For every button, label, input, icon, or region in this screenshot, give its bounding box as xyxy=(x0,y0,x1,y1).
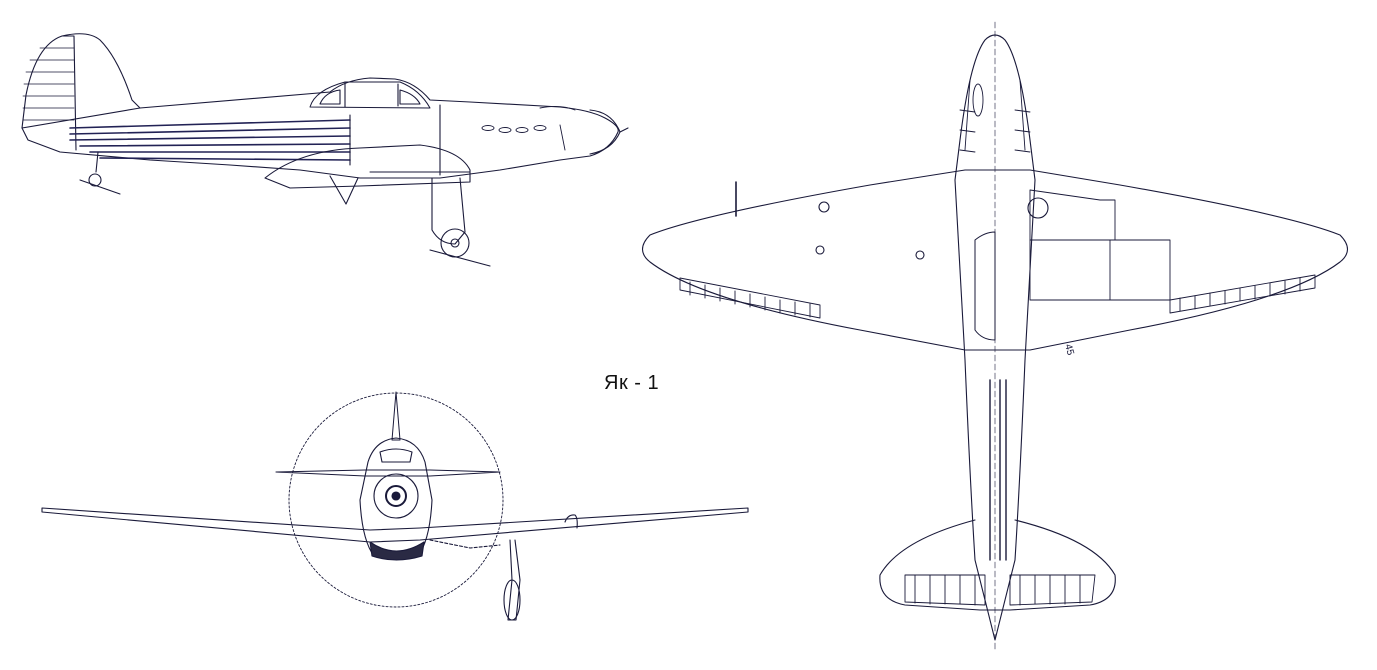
top-fuselage xyxy=(955,35,1035,640)
top-marking-45: 45 xyxy=(1062,343,1076,357)
top-view xyxy=(643,22,1348,650)
front-radiator xyxy=(370,542,424,560)
front-spinner xyxy=(374,474,418,518)
top-wing xyxy=(643,170,1348,350)
side-tail-wheel xyxy=(96,152,98,172)
top-tailplane xyxy=(880,520,1115,610)
front-fuselage xyxy=(360,438,432,556)
top-canopy xyxy=(975,232,995,340)
front-wing xyxy=(42,508,748,542)
side-spinner xyxy=(590,110,620,154)
front-view xyxy=(42,392,748,620)
side-wing xyxy=(265,145,470,188)
side-canopy xyxy=(310,82,430,108)
side-tail-fin xyxy=(22,34,140,128)
side-fuselage xyxy=(22,78,618,178)
side-view xyxy=(22,34,628,266)
side-main-gear xyxy=(432,178,465,244)
aircraft-title: Як - 1 xyxy=(604,372,660,394)
